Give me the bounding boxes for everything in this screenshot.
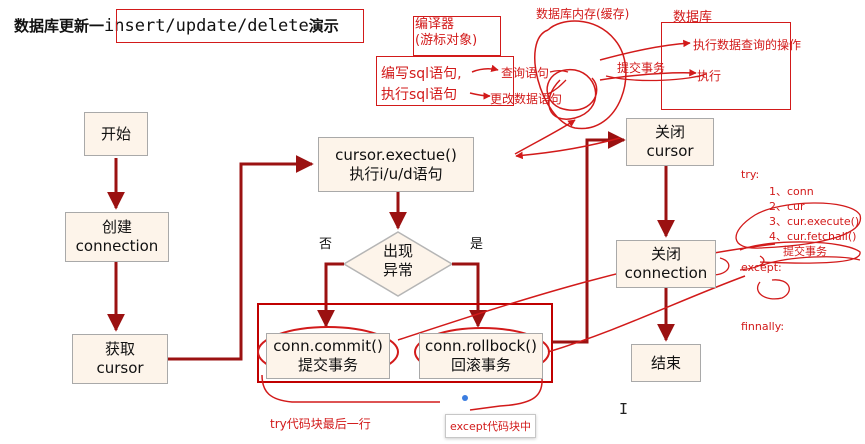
arrow-container-close-cursor — [552, 131, 626, 344]
yes-label: 是 — [470, 237, 484, 252]
execute-line1: cursor.exectue() — [335, 145, 457, 164]
line-finally-link — [759, 256, 861, 267]
close-cursor-line2: cursor — [646, 142, 694, 160]
scribble-db-memory-ring — [534, 20, 627, 130]
arrow-get-execute — [168, 155, 314, 361]
arrow-memory-to-execute — [515, 137, 621, 160]
code-except: except: — [741, 261, 782, 274]
commit-node: conn.commit() 提交事务 — [266, 333, 390, 379]
write-exec-sql-box — [376, 56, 514, 106]
arrow-write-to-query — [471, 64, 499, 73]
close-connection-node: 关闭 connection — [616, 240, 716, 288]
no-label: 否 — [319, 237, 333, 252]
start-label: 开始 — [100, 124, 131, 143]
try-last-line-label: try代码块最后一行 — [270, 417, 371, 431]
db-memory-label: 数据库内存(缓存) — [536, 7, 630, 21]
close-cursor-node: 关闭 cursor — [626, 118, 714, 166]
exec-sql-label: 执行sql语句 — [381, 87, 458, 103]
scribble-commit-note — [739, 241, 861, 264]
arrow-exec-to-update — [469, 92, 491, 100]
decision-line2: 异常 — [382, 260, 413, 279]
arrow-memory-to-db-query — [599, 39, 691, 61]
code-try: try: — [741, 168, 760, 181]
interpreter-box — [413, 16, 501, 56]
line-except-to-close-conn — [739, 255, 765, 271]
write-sql-label: 编写sql语句, — [381, 66, 462, 82]
scribble-code-notes — [735, 202, 862, 249]
commit-tx-label: 提交事务 — [617, 61, 666, 75]
update-stmt-label: 更改数据语句 — [490, 92, 563, 106]
close-cursor-line1: 关闭 — [654, 123, 685, 142]
get-line1: 获取 — [104, 340, 135, 359]
code-finally: finnally: — [741, 320, 785, 333]
bracket-try-last — [261, 374, 440, 403]
create-line2: connection — [75, 237, 159, 255]
end-label: 结束 — [650, 353, 681, 372]
line-commit-to-notes — [397, 243, 776, 341]
query-stmt-label: 查询语句 — [501, 66, 550, 80]
code-step4: 4、cur.fetchall() — [769, 230, 857, 243]
decision-line1: 出现 — [382, 242, 413, 260]
arrow-execute-to-memory — [514, 119, 576, 155]
title-prefix: 数据库更新一 — [14, 17, 105, 35]
decision-diamond — [342, 231, 454, 297]
arrow-update-to-memory — [547, 79, 567, 95]
execute-line2: 执行i/u/d语句 — [349, 164, 443, 183]
interpreter-label: 编译器 (游标对象) — [415, 17, 477, 50]
rollback-node: conn.rollbock() 回滚事务 — [419, 333, 543, 379]
page-title: 数据库更新一insert/update/delete演示 — [14, 15, 339, 36]
create-line1: 创建 — [101, 218, 132, 237]
close-conn-line2: connection — [624, 264, 708, 282]
get-cursor-node: 获取 cursor — [72, 334, 168, 384]
decision-label: 出现 异常 — [368, 242, 428, 280]
exec-query-op-label: 执行数据查询的操作 — [693, 38, 802, 52]
line-rollback-to-notes — [547, 275, 746, 353]
arrow-query-to-memory — [549, 69, 569, 73]
commit-line2: 提交事务 — [297, 356, 358, 374]
execute-label: 执行 — [697, 69, 722, 83]
arrow-memory-to-db-exec — [599, 68, 697, 81]
title-highlight-box — [116, 9, 364, 43]
rollback-line1: conn.rollbock() — [425, 337, 537, 356]
code-step1: 1、conn — [769, 185, 814, 198]
scribble-except — [757, 279, 790, 300]
execute-node: cursor.exectue() 执行i/u/d语句 — [318, 137, 474, 192]
except-block-note: except代码块中 — [445, 414, 537, 438]
create-connection-node: 创建 connection — [65, 212, 169, 262]
arrow-memory-to-db-commit — [605, 73, 707, 82]
start-node: 开始 — [84, 112, 148, 156]
line-to-except — [469, 377, 543, 411]
title-code: insert/update/delete — [104, 16, 309, 36]
arrow-no-commit — [317, 262, 344, 328]
title-suffix: 演示 — [308, 17, 339, 35]
selection-handle[interactable] — [462, 395, 468, 401]
commit-line1: conn.commit() — [273, 337, 383, 356]
close-conn-line1: 关闭 — [650, 245, 681, 264]
database-label: 数据库 — [673, 10, 713, 25]
code-step3: 3、cur.execute() — [769, 215, 860, 228]
arrow-yes-rollback — [452, 262, 487, 328]
rollback-line2: 回滚事务 — [450, 356, 511, 374]
get-line2: cursor — [96, 359, 144, 377]
end-node: 结束 — [631, 344, 701, 382]
interpreter-line1: 编译器 — [415, 17, 455, 32]
database-box — [661, 22, 791, 110]
code-step2: 2、cur — [769, 200, 805, 213]
interpreter-line2: (游标对象) — [415, 33, 478, 49]
code-step5: 提交事务 — [783, 245, 827, 258]
text-cursor-icon: I — [619, 400, 629, 418]
